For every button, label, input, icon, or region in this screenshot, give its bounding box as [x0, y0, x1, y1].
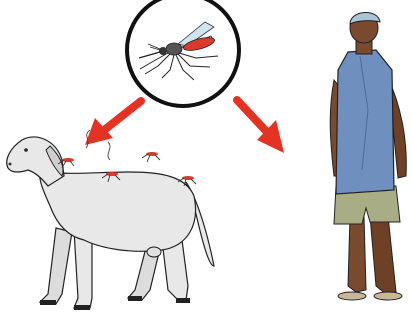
mosquito-icon: [142, 152, 160, 162]
sheep-illustration: [7, 137, 214, 310]
medallion-circle: [127, 0, 239, 106]
arrow-right-icon: [237, 100, 284, 153]
person-illustration: [330, 12, 406, 300]
mosquito-medallion: [127, 0, 239, 106]
arrow-left-icon: [85, 101, 141, 145]
